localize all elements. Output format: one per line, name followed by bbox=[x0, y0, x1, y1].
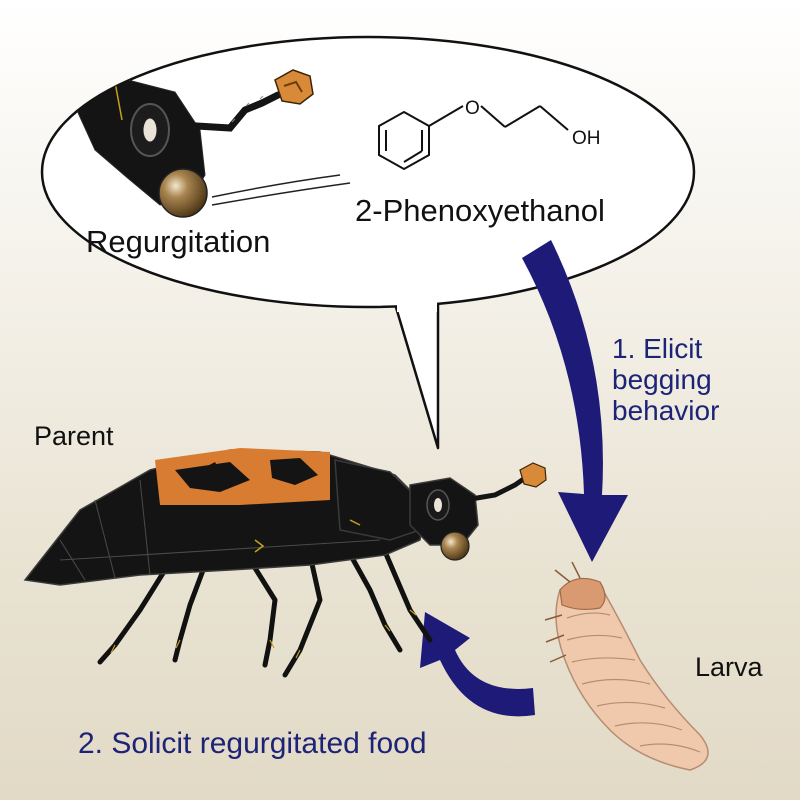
hydroxyl-label: OH bbox=[572, 128, 601, 149]
odor-lines bbox=[211, 174, 351, 206]
step1-label: 1. Elicit begging behavior bbox=[612, 333, 719, 426]
larva-label: Larva bbox=[695, 652, 763, 682]
step2-label: 2. Solicit regurgitated food bbox=[78, 727, 427, 760]
arrow-elicit-begging bbox=[522, 240, 628, 562]
step1-line3: behavior bbox=[612, 395, 720, 426]
step1-line1: 1. Elicit bbox=[612, 333, 703, 364]
parent-label: Parent bbox=[34, 421, 114, 451]
chemical-name-label: 2-Phenoxyethanol bbox=[355, 193, 605, 228]
parent-beetle bbox=[23, 448, 547, 678]
step1-line2: begging bbox=[612, 364, 712, 395]
beetle-head-closeup bbox=[69, 69, 314, 218]
arrow-solicit-food bbox=[420, 612, 535, 717]
regurgitation-label: Regurgitation bbox=[86, 224, 271, 259]
oxygen-label: O bbox=[465, 98, 480, 119]
speech-bubble bbox=[40, 35, 696, 450]
phenoxyethanol-structure bbox=[378, 105, 569, 171]
larva bbox=[544, 561, 709, 771]
